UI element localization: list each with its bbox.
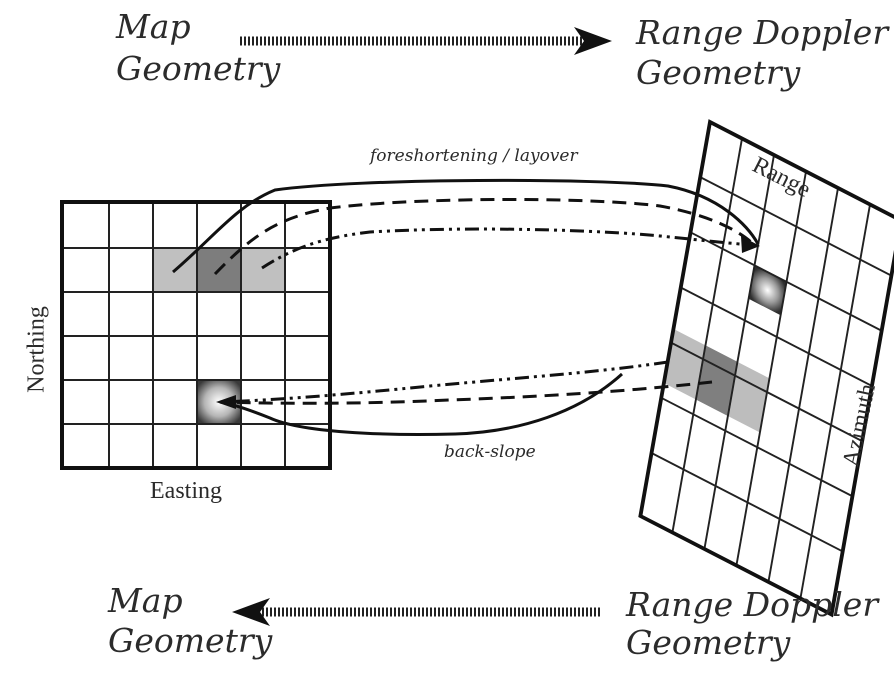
left-arrow-icon (232, 598, 600, 626)
top-mapping-curves (172, 178, 760, 276)
range-doppler-grid (638, 119, 894, 618)
footer-map-geometry-label: Geometry (108, 621, 273, 660)
bottom-mapping-curves (216, 360, 713, 436)
back-slope-annotation: back-slope (444, 442, 536, 462)
header-range-doppler-geometry-label: Geometry (636, 53, 801, 92)
header-map-label: Map (116, 7, 191, 46)
map-grid (60, 200, 332, 470)
footer-range-doppler-label: Range Doppler (626, 585, 879, 624)
foreshortening-layover-annotation: foreshortening / layover (370, 146, 578, 166)
right-arrow-icon (240, 27, 612, 55)
easting-axis-label: Easting (150, 478, 222, 504)
footer-range-doppler-geometry-label: Geometry (626, 623, 791, 662)
northing-axis-label: Northing (23, 306, 50, 393)
header-map-geometry-label: Geometry (116, 49, 281, 88)
footer-map-label: Map (108, 581, 183, 620)
header-range-doppler-label: Range Doppler (636, 13, 889, 52)
